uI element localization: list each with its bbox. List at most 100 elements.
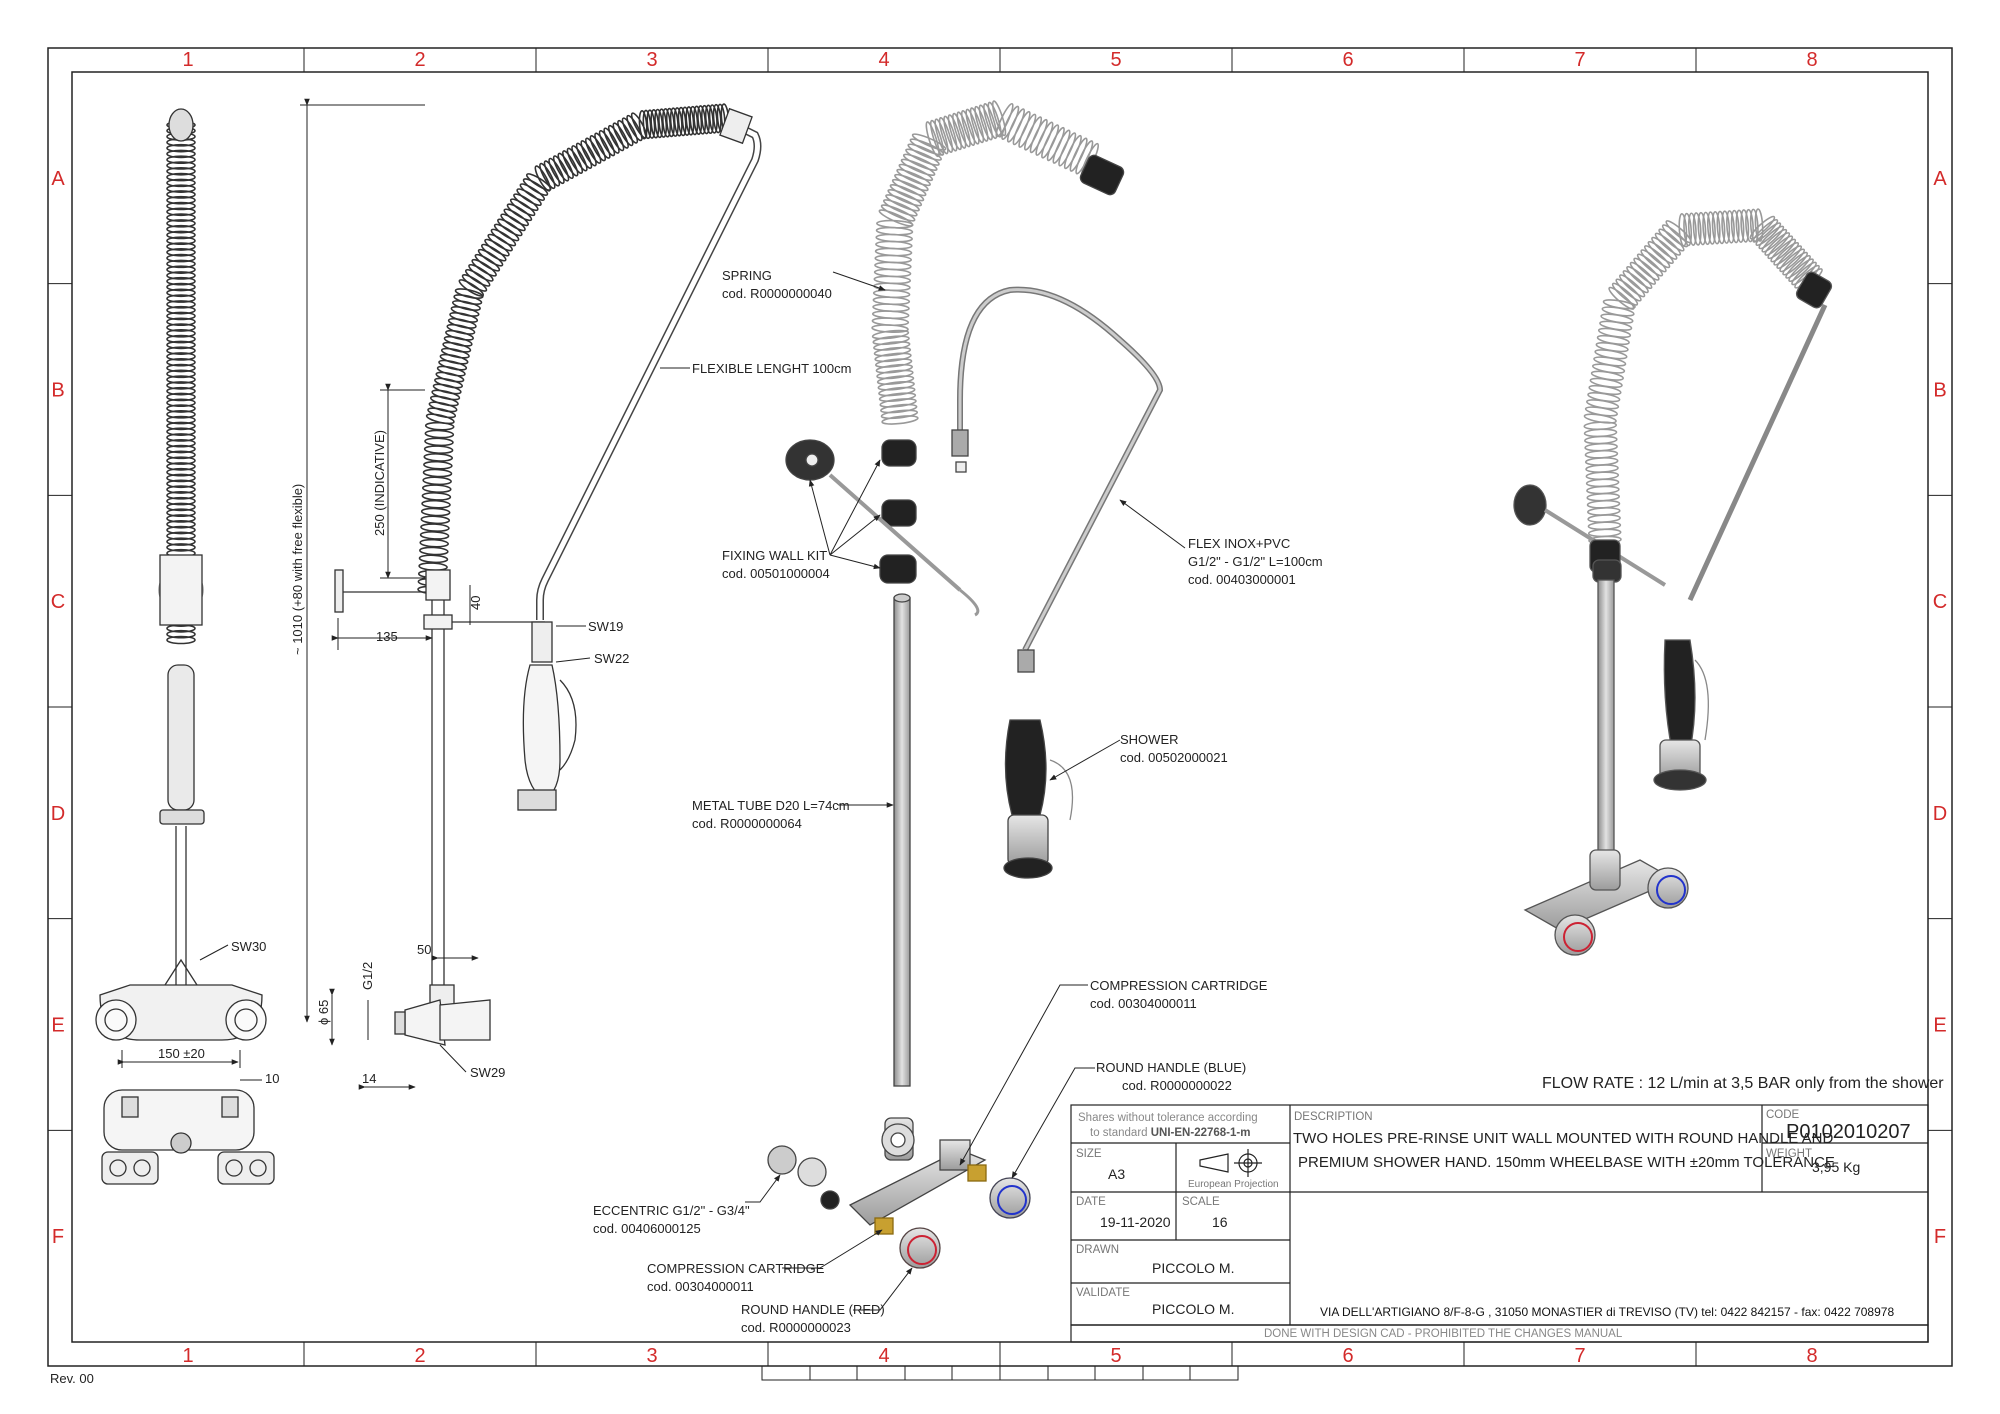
dim-wheelbase: 150 ±20 bbox=[158, 1046, 205, 1061]
zone-col-bottom-8: 8 bbox=[1806, 1345, 1817, 1367]
dim-14: 14 bbox=[362, 1071, 376, 1086]
zone-col-top-4: 4 bbox=[878, 49, 889, 71]
label-compression-cartridge-top: COMPRESSION CARTRIDGE bbox=[1090, 978, 1268, 993]
code-round-handle-blue: cod. R0000000022 bbox=[1122, 1078, 1232, 1093]
weight-value: 3,95 Kg bbox=[1812, 1159, 1860, 1175]
drawn-value: PICCOLO M. bbox=[1152, 1260, 1234, 1276]
zone-row-right-A: A bbox=[1933, 168, 1947, 190]
validate-value: PICCOLO M. bbox=[1152, 1301, 1234, 1317]
label-round-handle-red: ROUND HANDLE (RED) bbox=[741, 1302, 885, 1317]
zone-row-left-F: F bbox=[52, 1226, 64, 1248]
label-flex: FLEX INOX+PVC bbox=[1188, 536, 1290, 551]
label-sw29: SW29 bbox=[470, 1065, 505, 1080]
drawn-label: DRAWN bbox=[1076, 1244, 1119, 1256]
tolerance-note-line2: to standard UNI-EN-22768-1-m bbox=[1090, 1127, 1250, 1139]
zone-row-right-D: D bbox=[1933, 803, 1947, 825]
scale-value: 16 bbox=[1212, 1214, 1228, 1230]
date-value: 19-11-2020 bbox=[1100, 1214, 1171, 1230]
company-address: VIA DELL'ARTIGIANO 8/F-8-G , 31050 MONAS… bbox=[1320, 1305, 1894, 1319]
dim-indicative: 250 (INDICATIVE) bbox=[372, 430, 387, 536]
zone-col-bottom-7: 7 bbox=[1574, 1345, 1585, 1367]
zone-col-bottom-1: 1 bbox=[182, 1345, 193, 1367]
exploded-view bbox=[767, 100, 1164, 1269]
zone-col-bottom-3: 3 bbox=[646, 1345, 657, 1367]
zone-col-top-7: 7 bbox=[1574, 49, 1585, 71]
label-round-handle-blue: ROUND HANDLE (BLUE) bbox=[1096, 1060, 1246, 1075]
isometric-view bbox=[1513, 208, 1833, 956]
dim-g12: G1/2 bbox=[360, 962, 375, 990]
zone-row-left-E: E bbox=[51, 1015, 64, 1037]
description-line2: PREMIUM SHOWER HAND. 150mm WHEELBASE WIT… bbox=[1298, 1154, 1835, 1171]
label-compression-cartridge-bottom: COMPRESSION CARTRIDGE bbox=[647, 1261, 825, 1276]
code-value: P0102010207 bbox=[1786, 1121, 1911, 1143]
zone-col-top-6: 6 bbox=[1342, 49, 1353, 71]
code-shower: cod. 00502000021 bbox=[1120, 750, 1228, 765]
code-eccentric: cod. 00406000125 bbox=[593, 1221, 701, 1236]
size-label: SIZE bbox=[1076, 1148, 1102, 1160]
description-line1: TWO HOLES PRE-RINSE UNIT WALL MOUNTED WI… bbox=[1293, 1130, 1833, 1147]
label-flexible-length: FLEXIBLE LENGHT 100cm bbox=[692, 361, 851, 376]
zone-col-bottom-4: 4 bbox=[878, 1345, 889, 1367]
revision: Rev. 00 bbox=[50, 1371, 94, 1386]
label-sw30: SW30 bbox=[231, 939, 266, 954]
code-label: CODE bbox=[1766, 1109, 1800, 1121]
label-metal-tube: METAL TUBE D20 L=74cm bbox=[692, 798, 850, 813]
code-metal-tube: cod. R0000000064 bbox=[692, 816, 802, 831]
zone-col-top-1: 1 bbox=[182, 49, 193, 71]
dim-40: 40 bbox=[468, 596, 483, 610]
iso-spring-coil bbox=[1583, 208, 1823, 545]
dim-total-height: ~ 1010 (+80 with free flexible) bbox=[290, 484, 305, 655]
dim-135: 135 bbox=[376, 629, 398, 644]
dim-50: 50 bbox=[417, 942, 431, 957]
code-fixing-wall-kit: cod. 00501000004 bbox=[722, 566, 830, 581]
front-view bbox=[95, 108, 275, 1185]
label-sw19: SW19 bbox=[588, 619, 623, 634]
zone-row-right-B: B bbox=[1933, 380, 1946, 402]
front-spring-coil bbox=[166, 120, 196, 645]
zone-row-left-D: D bbox=[51, 803, 65, 825]
label-eccentric: ECCENTRIC G1/2" - G3/4" bbox=[593, 1203, 750, 1218]
description-label: DESCRIPTION bbox=[1294, 1111, 1373, 1123]
footer-note: DONE WITH DESIGN CAD - PROHIBITED THE CH… bbox=[1264, 1328, 1623, 1340]
flow-rate-note: FLOW RATE : 12 L/min at 3,5 BAR only fro… bbox=[1542, 1075, 1944, 1092]
label-sw22: SW22 bbox=[594, 651, 629, 666]
date-label: DATE bbox=[1076, 1196, 1106, 1208]
weight-label: WEIGHT bbox=[1766, 1148, 1812, 1160]
code-compression-cartridge-top: cod. 00304000011 bbox=[1090, 996, 1197, 1011]
zone-col-top-8: 8 bbox=[1806, 49, 1817, 71]
code-compression-cartridge-bottom: cod. 00304000011 bbox=[647, 1279, 754, 1294]
zone-col-bottom-2: 2 bbox=[414, 1345, 425, 1367]
code-spring: cod. R0000000040 bbox=[722, 286, 832, 301]
label-spring: SPRING bbox=[722, 268, 772, 283]
code-round-handle-red: cod. R0000000023 bbox=[741, 1320, 851, 1335]
zone-col-top-3: 3 bbox=[646, 49, 657, 71]
zone-col-top-5: 5 bbox=[1110, 49, 1121, 71]
tolerance-standard: UNI-EN-22768-1-m bbox=[1151, 1127, 1251, 1139]
size-value: A3 bbox=[1108, 1166, 1125, 1182]
spec-flex: G1/2" - G1/2" L=100cm bbox=[1188, 554, 1323, 569]
title-block bbox=[1070, 1104, 1929, 1343]
label-fixing-wall-kit: FIXING WALL KIT bbox=[722, 548, 827, 563]
code-flex: cod. 00403000001 bbox=[1188, 572, 1296, 587]
tolerance-note-line1: Shares without tolerance according bbox=[1078, 1112, 1258, 1124]
label-shower: SHOWER bbox=[1120, 732, 1179, 747]
validate-label: VALIDATE bbox=[1076, 1287, 1130, 1299]
zone-row-left-C: C bbox=[51, 591, 65, 613]
scale-boxes bbox=[761, 1365, 1239, 1381]
exploded-spring-coil bbox=[871, 100, 1100, 425]
tolerance-prefix: to standard bbox=[1090, 1127, 1148, 1139]
dim-d65: ϕ 65 bbox=[316, 1000, 331, 1025]
side-view bbox=[334, 103, 762, 1046]
zone-row-right-F: F bbox=[1934, 1226, 1946, 1248]
zone-row-right-E: E bbox=[1933, 1015, 1946, 1037]
zone-col-bottom-5: 5 bbox=[1110, 1345, 1121, 1367]
zone-row-left-A: A bbox=[51, 168, 65, 190]
dim-offset-10: 10 bbox=[265, 1071, 279, 1086]
scale-label: SCALE bbox=[1182, 1196, 1220, 1208]
zone-col-bottom-6: 6 bbox=[1342, 1345, 1353, 1367]
zone-row-left-B: B bbox=[51, 380, 64, 402]
projection-label: European Projection bbox=[1188, 1179, 1279, 1190]
zone-col-top-2: 2 bbox=[414, 49, 425, 71]
zone-row-right-C: C bbox=[1933, 591, 1947, 613]
